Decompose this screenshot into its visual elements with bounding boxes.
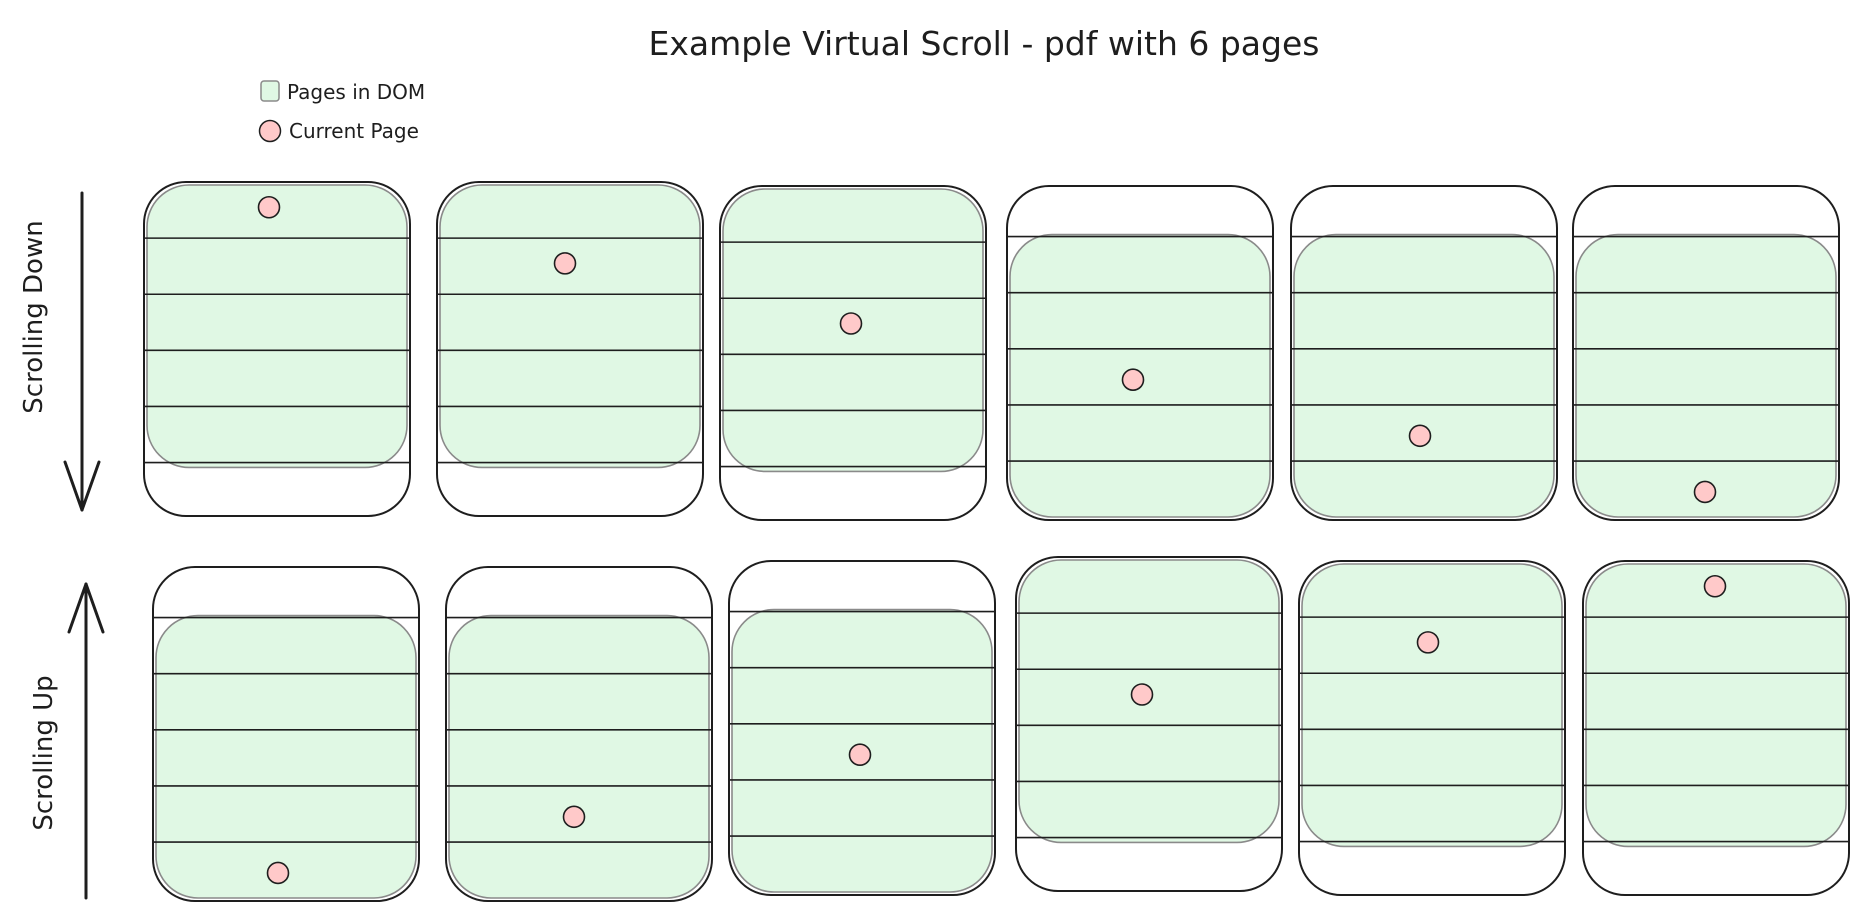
scroll-step [1572,185,1840,521]
scroll-step [445,566,713,902]
arrow-up-icon [67,582,105,900]
row-down: Scrolling Down [19,181,1840,521]
scroll-step [1006,185,1274,521]
page-container [1298,560,1566,896]
scroll-step [719,185,987,521]
current-page-marker [562,805,586,829]
dom-window [448,614,710,899]
legend-dom-swatch [260,80,280,102]
scroll-step [152,566,420,902]
row-label: Scrolling Down [19,220,49,413]
current-page-marker [1416,631,1440,654]
scroll-step [1290,185,1558,521]
current-page-marker [553,252,577,275]
page-container [1290,185,1558,521]
row-up: Scrolling Up [29,556,1850,902]
arrow-down-icon [63,191,101,512]
page-container [152,566,420,902]
scroll-step [1015,556,1283,892]
page-container [436,181,704,517]
legend-current-label: Current Page [289,119,419,143]
current-page-marker [266,861,290,885]
dom-window [1293,233,1555,518]
page-container [1015,556,1283,892]
scroll-step [1582,560,1850,896]
scroll-step [436,181,704,517]
dom-window [1301,563,1563,848]
row-label: Scrolling Up [29,675,59,830]
diagram-title: Example Virtual Scroll - pdf with 6 page… [649,24,1320,63]
dom-window [439,184,701,469]
current-page-marker [1130,683,1154,706]
dom-window [155,614,417,899]
legend: Pages in DOM Current Page [258,80,425,143]
dom-window [1585,563,1847,848]
scroll-step [728,560,996,896]
page-container [1582,560,1850,896]
page-container [445,566,713,902]
dom-window [146,184,408,469]
current-page-marker [1408,424,1432,448]
current-page-marker [257,195,281,219]
current-page-marker [848,743,872,767]
page-container [719,185,987,521]
current-page-marker [1693,480,1717,504]
current-page-marker [839,312,863,335]
scroll-step [143,181,411,517]
page-container [728,560,996,896]
current-page-marker [1121,368,1145,392]
legend-current-swatch [258,119,282,143]
dom-window [1575,233,1837,518]
scroll-step [1298,560,1566,896]
current-page-marker [1703,574,1727,598]
page-container [1572,185,1840,521]
page-container [143,181,411,517]
legend-dom-label: Pages in DOM [287,80,425,104]
page-container [1006,185,1274,521]
